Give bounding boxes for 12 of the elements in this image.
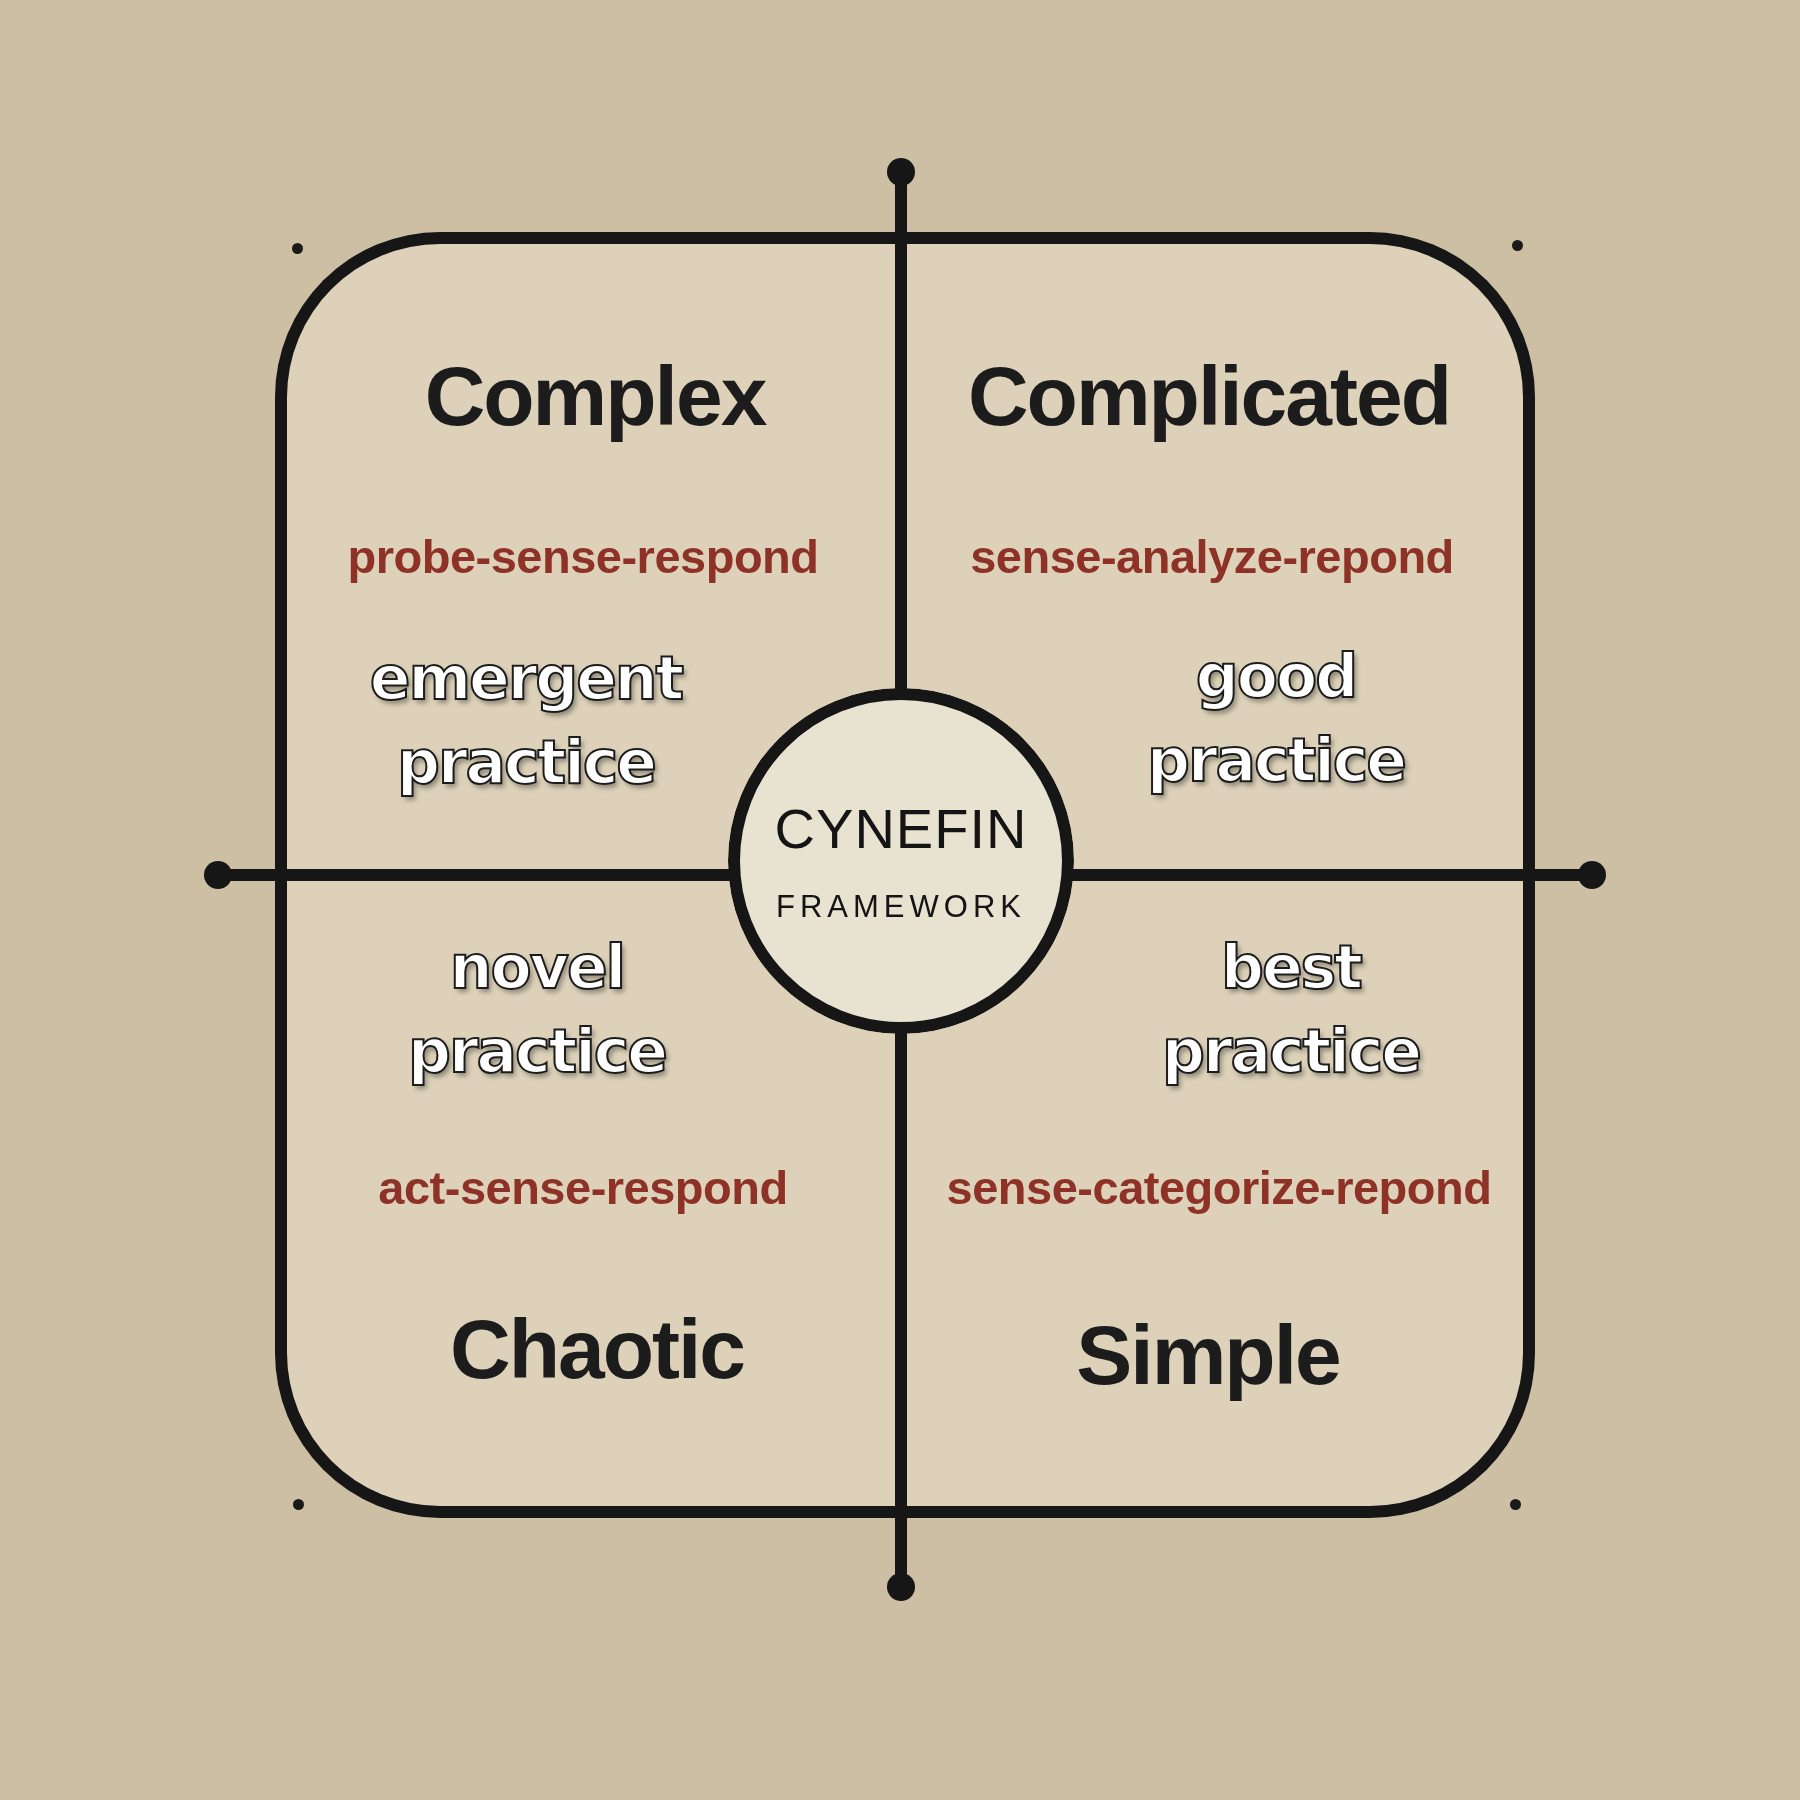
practice-label: emergent practice [369,642,683,799]
method-text: act-sense-respond [378,1162,788,1214]
practice-label: novel practice [407,931,667,1088]
framework-subtitle: FRAMEWORK [776,890,1026,922]
domain-title: Chaotic [450,1307,744,1391]
center-circle [728,688,1074,1034]
method-text: sense-analyze-repond [970,531,1454,583]
practice-label: good practice [1146,640,1406,797]
method-text: sense-categorize-repond [946,1162,1492,1214]
practice-label: best practice [1161,931,1421,1088]
method-text: probe-sense-respond [347,531,819,583]
framework-title: CYNEFIN [774,800,1028,857]
